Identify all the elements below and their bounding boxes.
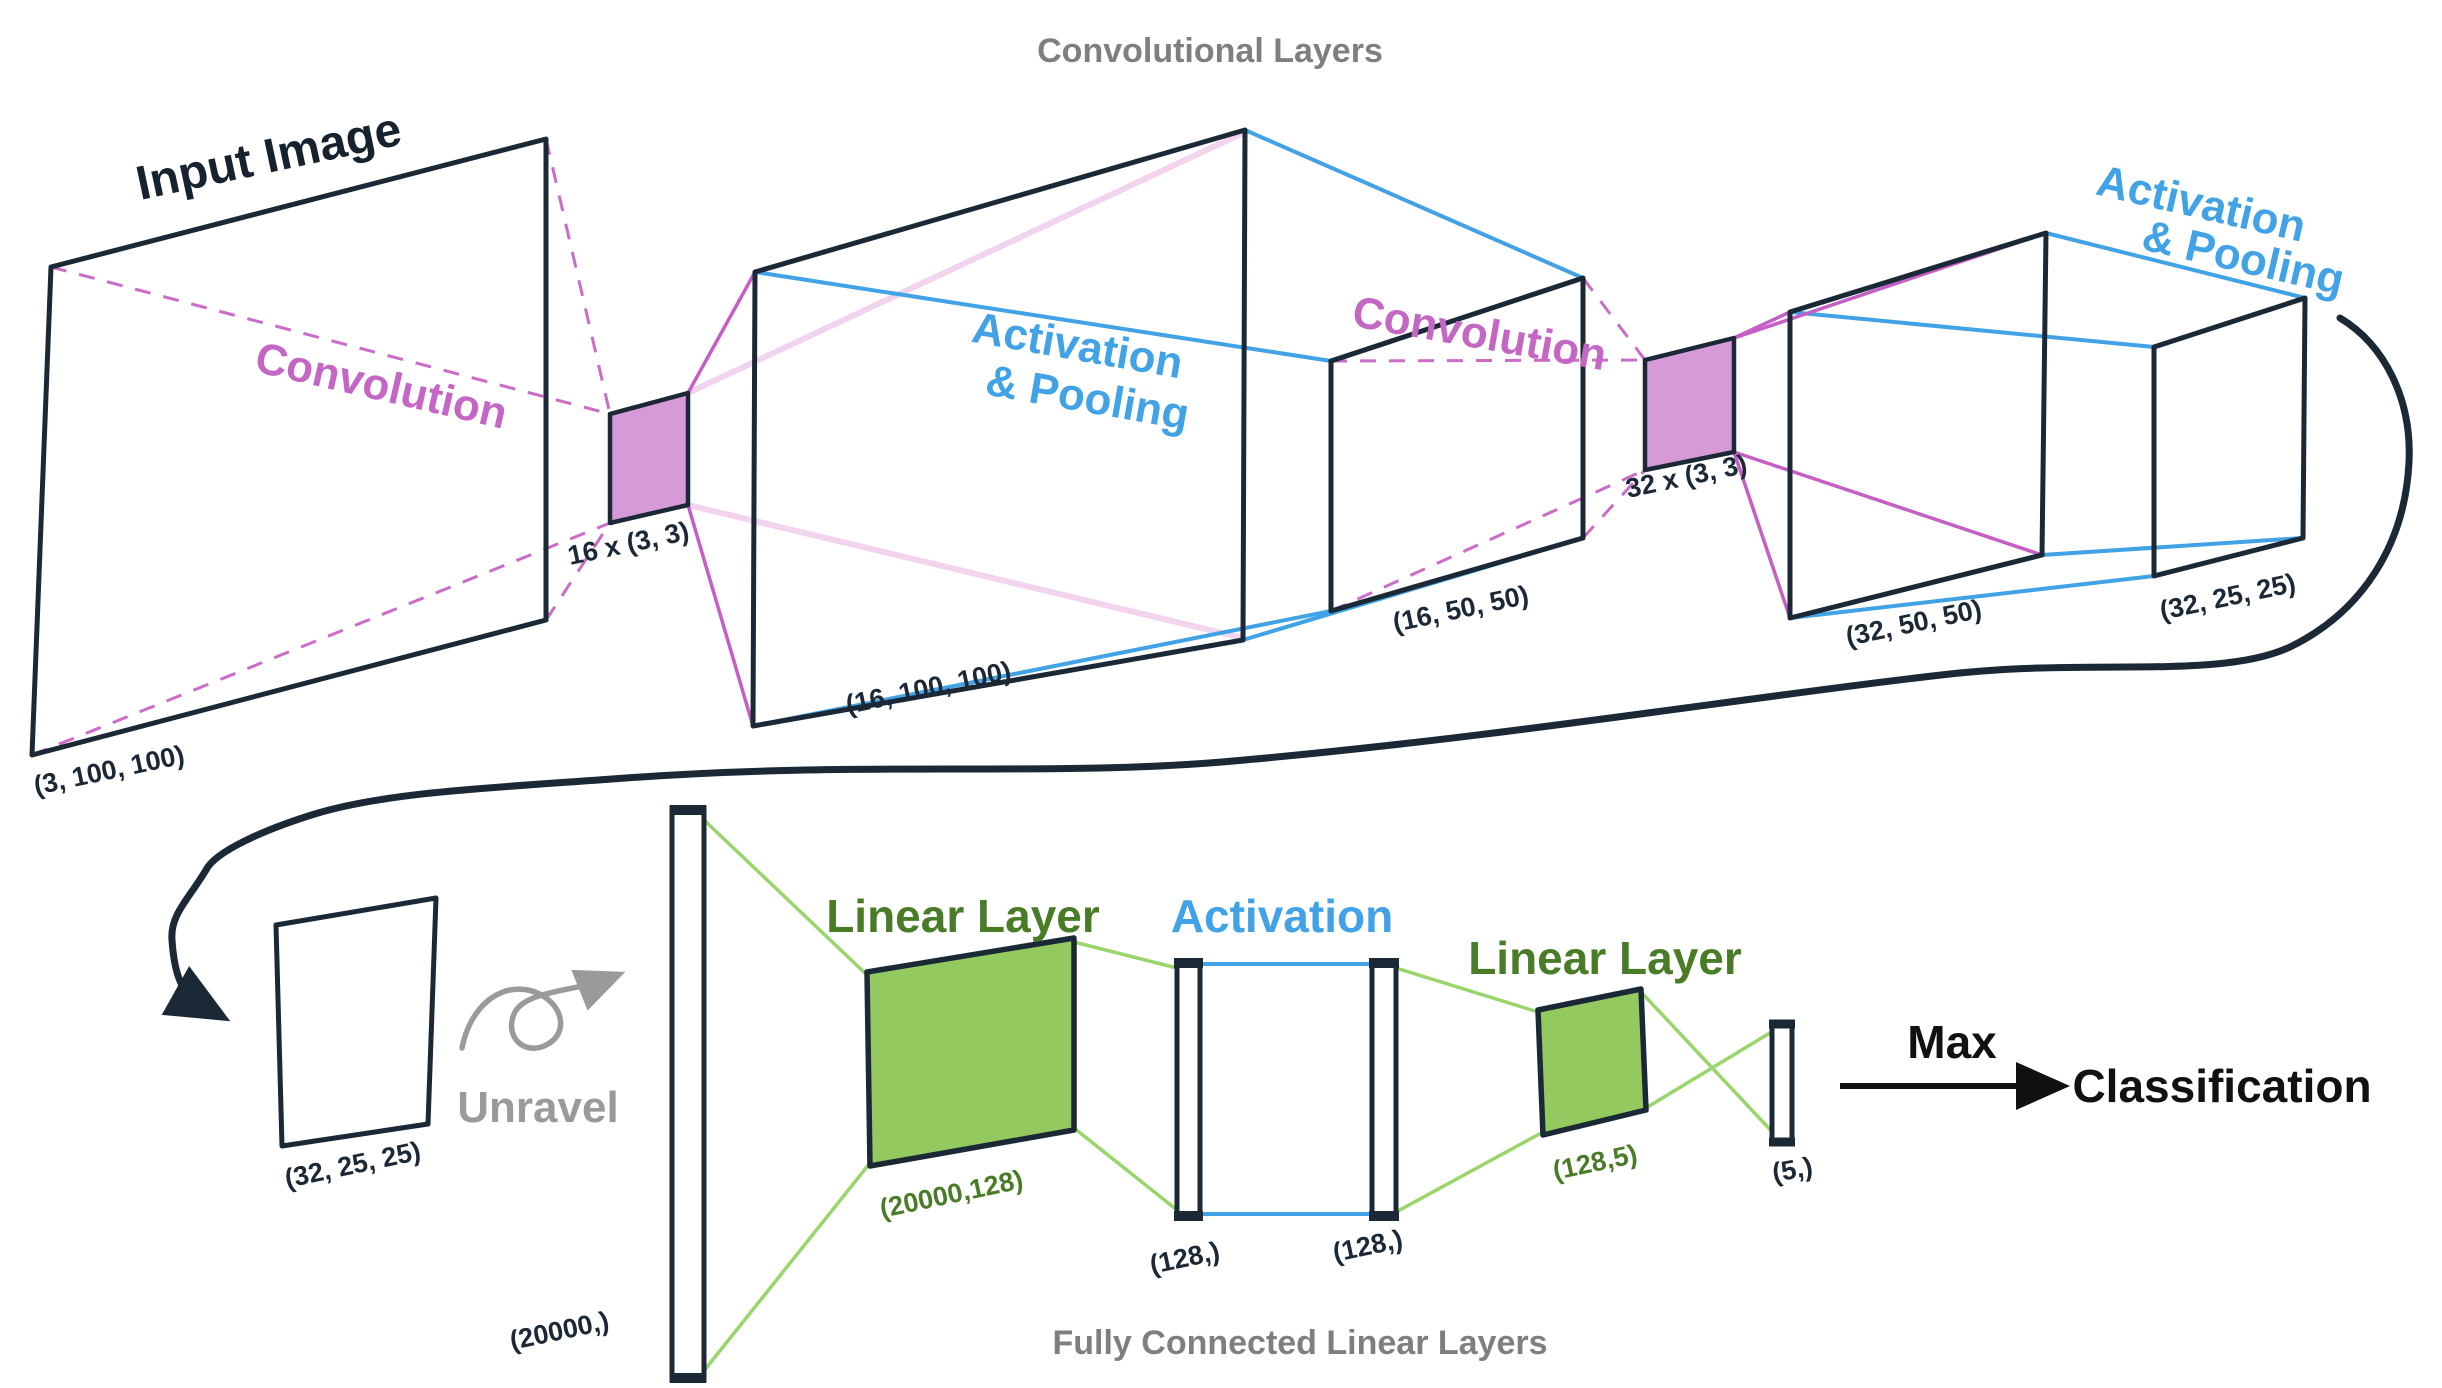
fc-activation-title: Activation [1171,890,1393,942]
pool2-output-box [2151,295,2308,579]
conv2-solid-lines [1732,231,2047,619]
out-dims-label: (5,) [1770,1151,1815,1188]
unravel-input-box [273,895,439,1149]
flat-dims-label: (20000,) [507,1306,612,1356]
linear2-title: Linear Layer [1468,932,1742,984]
pool1-output-box [1328,275,1586,614]
activation-output-bar [1369,958,1399,1221]
conv1-output-box [750,127,1248,729]
activation-input-bar [1174,958,1203,1221]
linear2-green-lines [1395,966,1780,1214]
linear1-green-lines [701,818,1179,1374]
unravel-label: Unravel [457,1083,618,1132]
conv1-pale-projection-lines [686,129,1247,641]
conv-section-title: Convolutional Layers [1037,32,1383,70]
pool2-blue-lines [1789,231,2306,620]
linear1-weight-box [864,935,1077,1169]
max-label: Max [1907,1016,1997,1068]
conv1-kernel [607,390,691,526]
conv2-kernel [1642,335,1737,473]
conv1-solid-lines [686,271,757,727]
linear1-dims-label: (20000,128) [877,1164,1026,1224]
unravel-arrow-icon [459,969,626,1051]
conv2-dashed-lines [1330,277,1647,613]
fc-section-title: Fully Connected Linear Layers [1052,1324,1547,1362]
flatten-flow-arrow [161,314,2413,1022]
act-in-dims-label: (128,) [1147,1236,1222,1280]
conv1-dims-label: (16, 100, 100) [843,656,1014,720]
classification-label: Classification [2072,1060,2371,1112]
fc-activation-blue-lines [1200,962,1372,1216]
input-image-box [29,136,549,758]
kernel1-label: 16 x (3, 3) [565,516,692,571]
conv2-output-box [1787,230,2049,621]
convolution1-label: Convolution [251,333,512,438]
act-out-dims-label: (128,) [1330,1224,1405,1268]
convolution2-label: Convolution [1349,287,1610,380]
linear2-dims-label: (128,5) [1550,1139,1640,1186]
flat-vector-bar [669,805,707,1383]
conv1-dashed-lines [31,138,612,757]
input-image-title: Input Image [132,103,406,211]
output-vector-bar [1769,1019,1795,1147]
pool2-dims-label: (32, 25, 25) [2157,568,2298,626]
linear1-title: Linear Layer [826,890,1100,942]
linear2-weight-box [1535,986,1649,1138]
